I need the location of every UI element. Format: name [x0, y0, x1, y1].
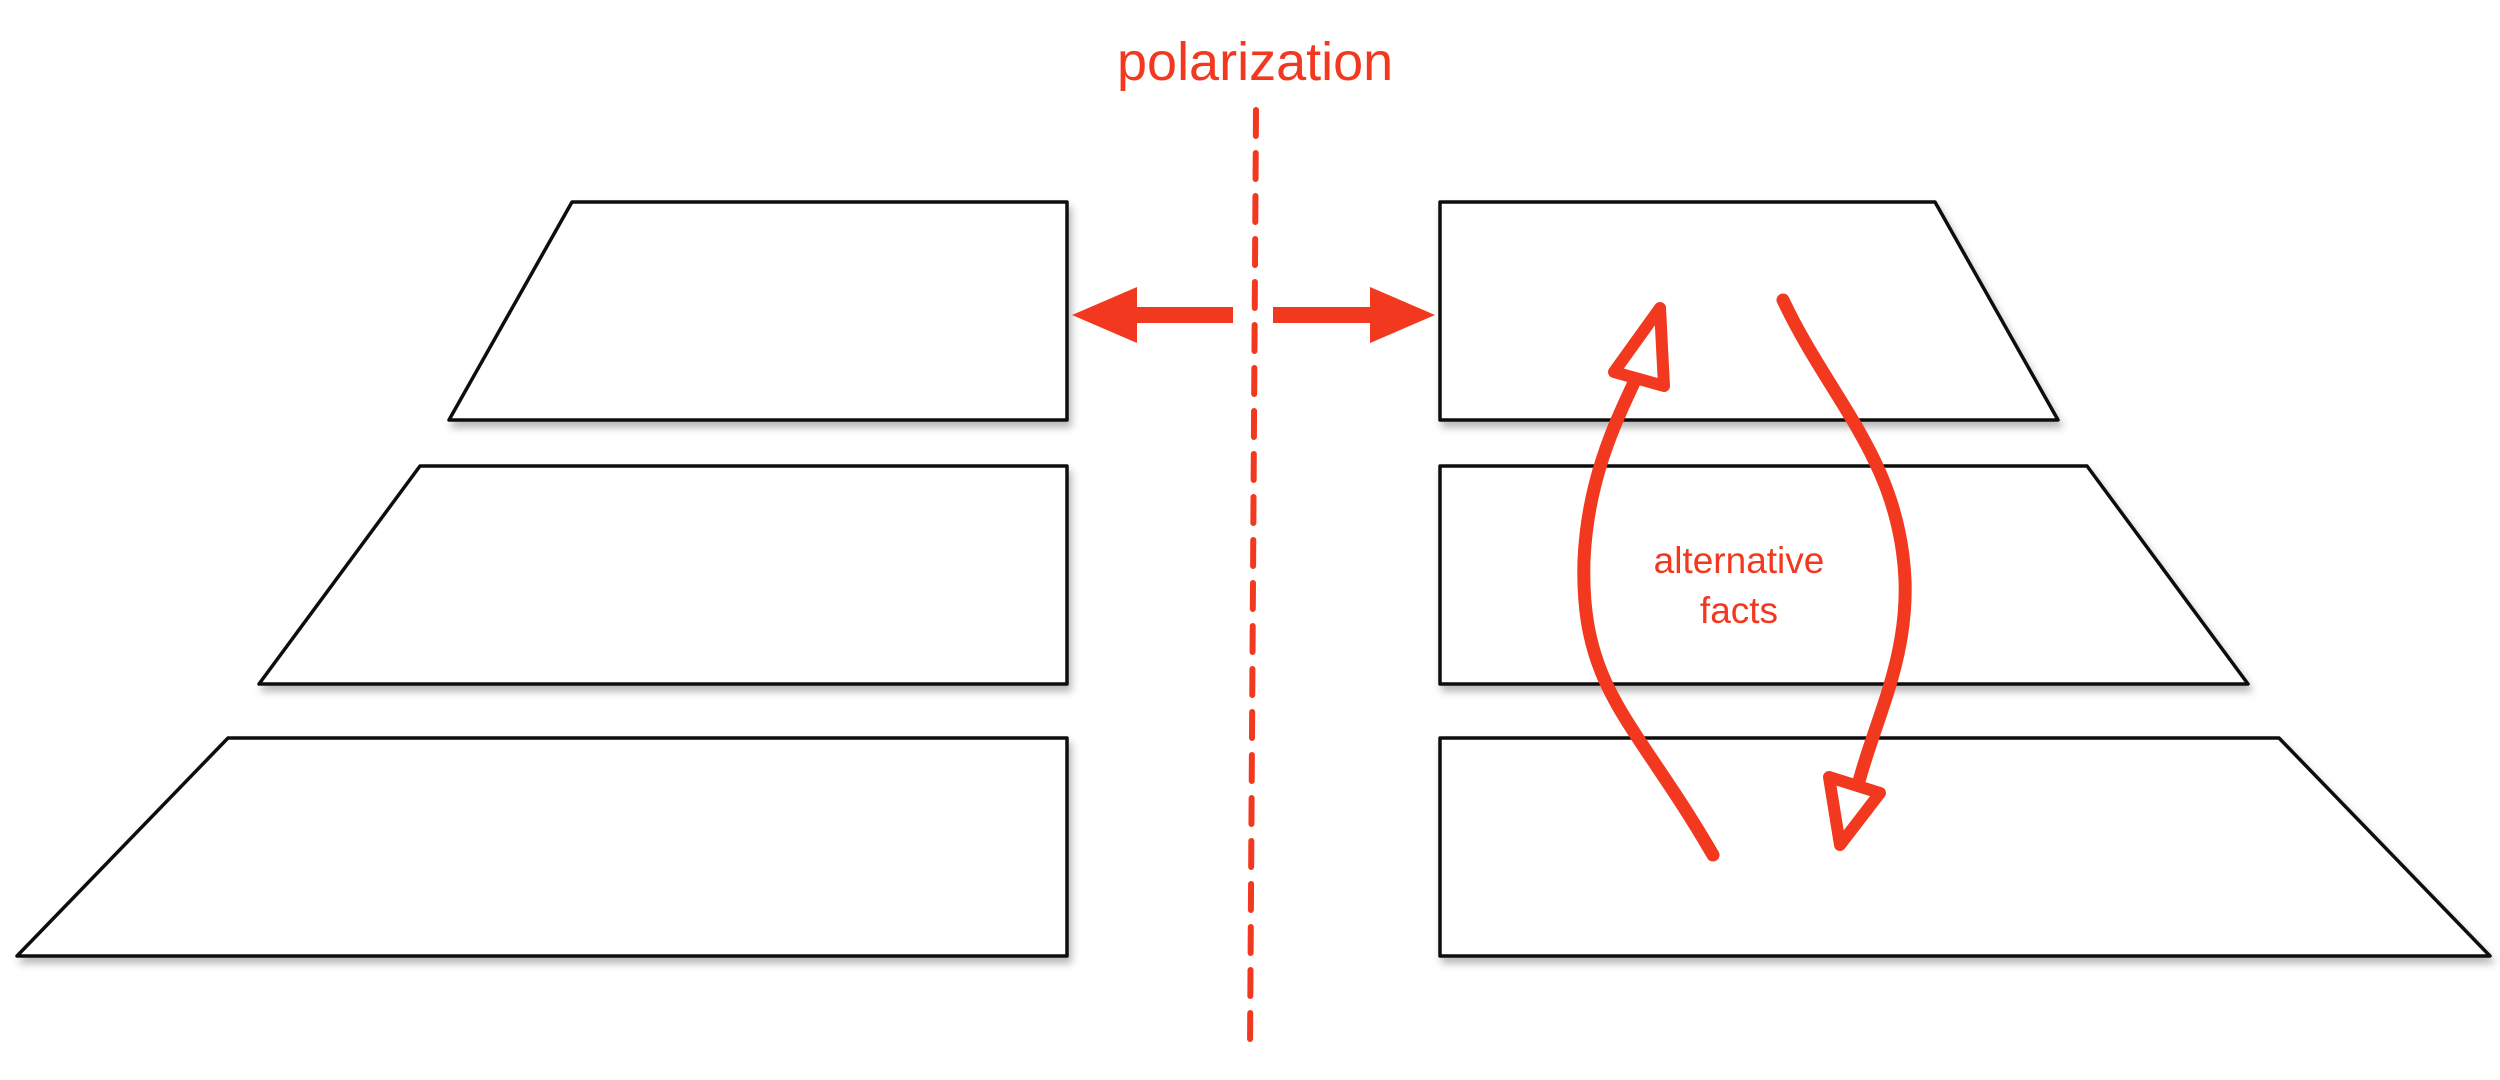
left-stack-layer-bottom [15, 736, 1069, 958]
right-stack-layer-middle [1438, 464, 2250, 686]
down-arrow-head [1823, 771, 1886, 851]
arrow-shaft-left [1130, 307, 1233, 323]
left-stack-layer-middle [257, 464, 1069, 686]
left-stack [15, 200, 1069, 958]
polarization-label: polarization [1117, 32, 1394, 92]
down-arrow [1776, 293, 1912, 851]
up-arrow [1577, 302, 1720, 862]
arrow-shaft-right [1273, 307, 1376, 323]
polarization-arrow [1072, 287, 1435, 343]
polarization-divider [1247, 107, 1259, 1053]
left-stack-layer-top [447, 200, 1069, 422]
right-stack-layer-top [1438, 200, 2060, 422]
up-arrow-head [1608, 302, 1670, 392]
right-stack [1438, 200, 2492, 958]
arrow-head-right [1370, 287, 1435, 343]
arrow-head-left [1072, 287, 1137, 343]
right-stack-layer-bottom [1438, 736, 2492, 958]
